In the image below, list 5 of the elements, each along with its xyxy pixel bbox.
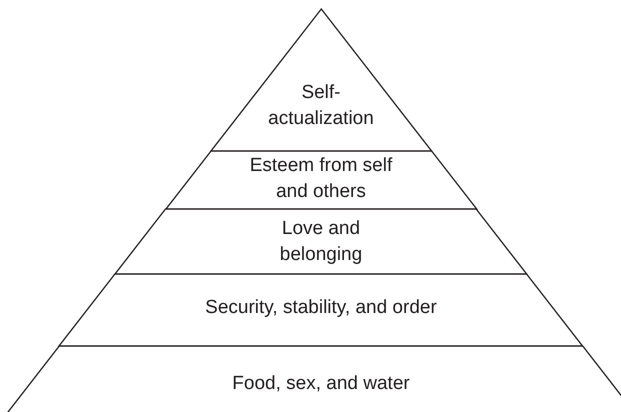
- tier-label: Love and belonging: [278, 217, 364, 267]
- tier-label: Food, sex, and water: [231, 372, 411, 396]
- tier-label: Self-actualization: [267, 81, 375, 131]
- tier-label: Esteem from self and others: [248, 154, 394, 204]
- tier-label: Security, stability, and order: [204, 296, 438, 320]
